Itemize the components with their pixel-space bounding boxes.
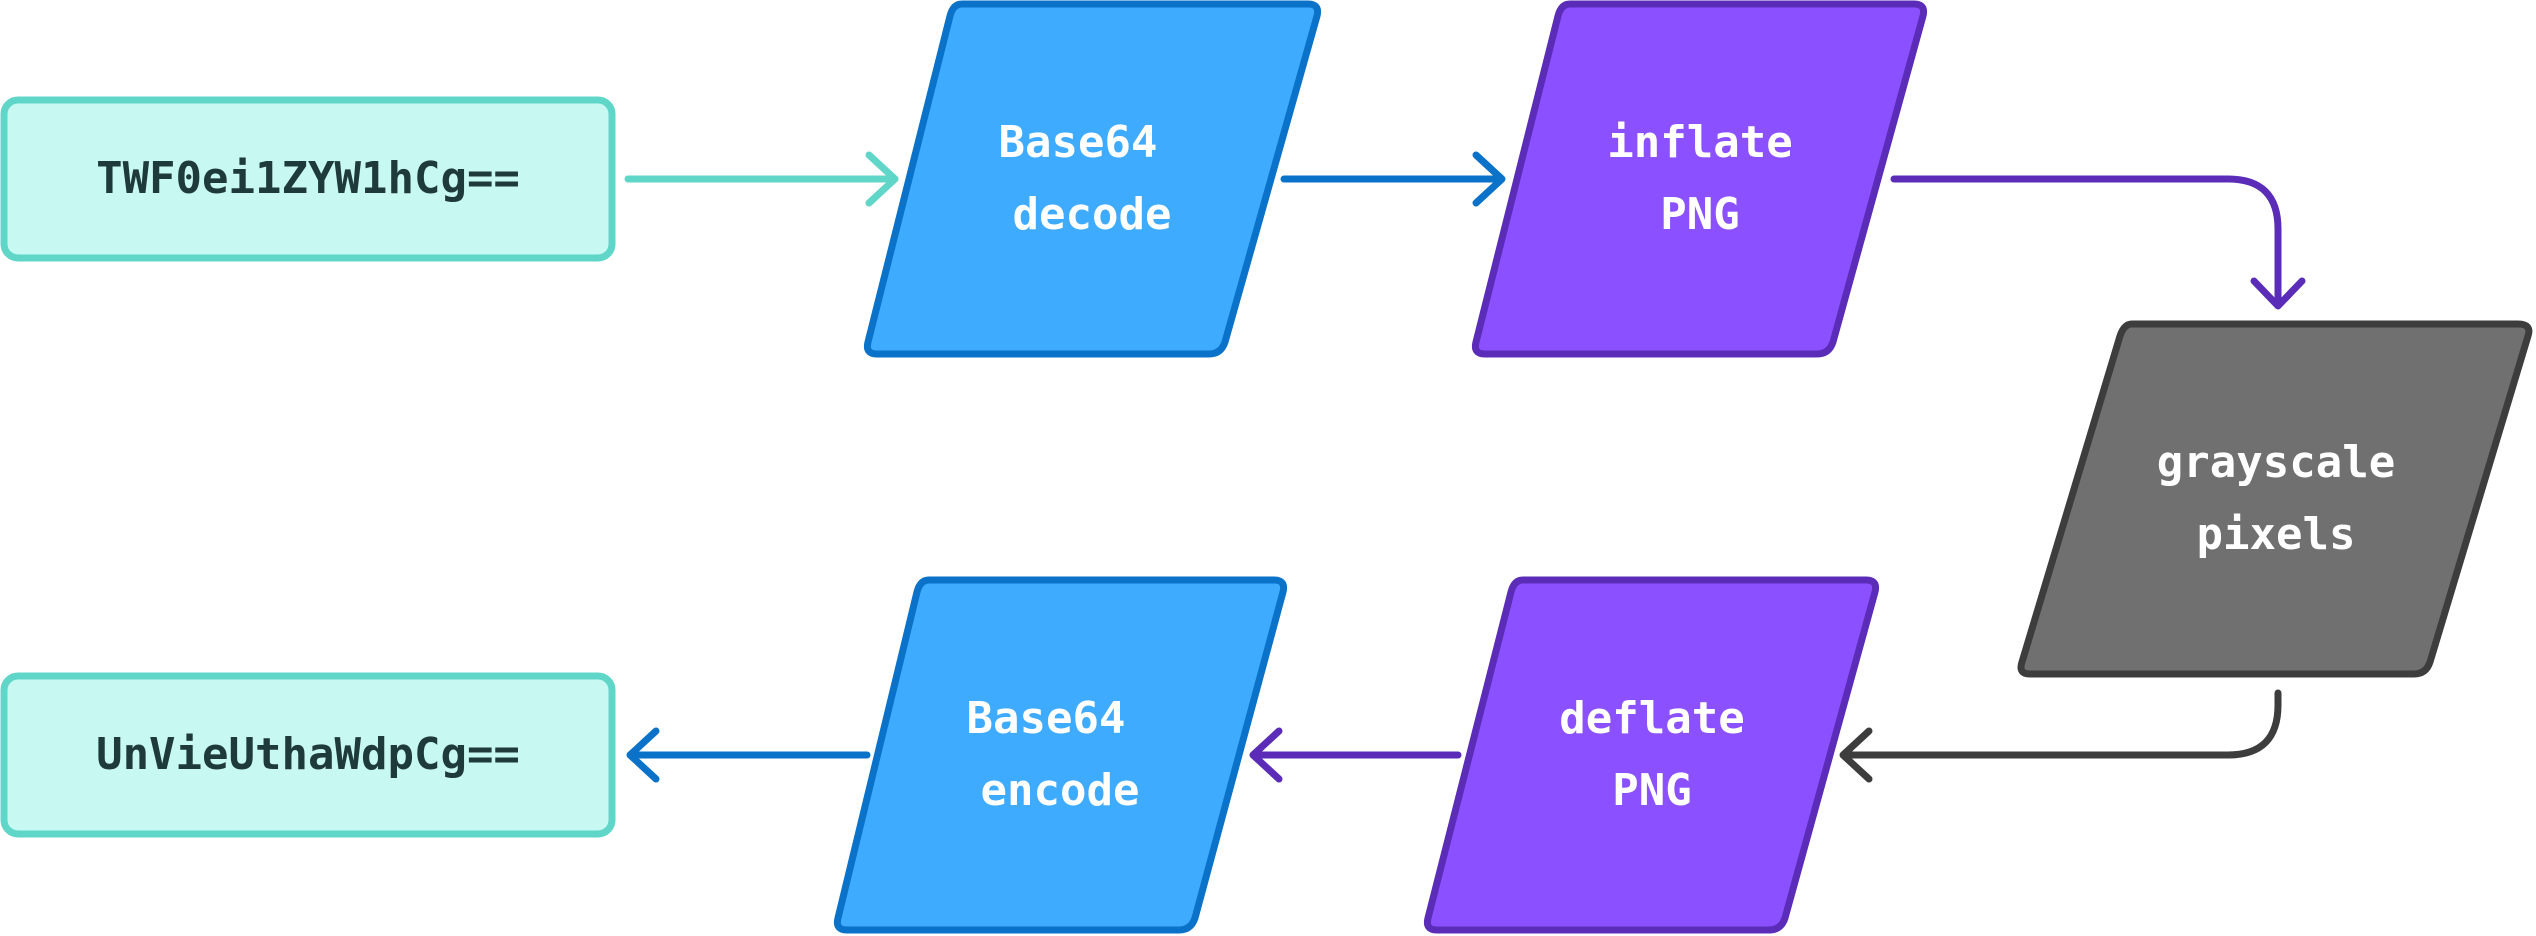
arrow-grayscale-to-deflate — [1839, 689, 2282, 783]
base64-encode-line2: encode — [981, 765, 1140, 816]
base64-encode-line1: Base64 — [967, 693, 1126, 744]
grayscale-pixels-line1: grayscale — [2157, 437, 2395, 488]
arrow-encode-to-output — [626, 727, 871, 783]
grayscale-pixels-node: grayscale pixels — [2017, 320, 2533, 678]
inflate-png-node: inflate PNG — [1471, 0, 1928, 358]
grayscale-pixels-line2: pixels — [2197, 509, 2356, 560]
arrow-deflate-to-encode — [1249, 727, 1462, 783]
deflate-png-node: deflate PNG — [1423, 576, 1880, 934]
deflate-png-line1: deflate — [1559, 693, 1744, 744]
inflate-png-line2: PNG — [1660, 189, 1739, 240]
arrow-input-to-decode — [624, 151, 899, 207]
base64-decode-line2: decode — [1013, 189, 1172, 240]
output-string-box: UnVieUthaWdpCg== — [0, 672, 616, 838]
input-string-box: TWF0ei1ZYW1hCg== — [0, 96, 616, 262]
arrow-decode-to-inflate — [1280, 151, 1506, 207]
input-string-label: TWF0ei1ZYW1hCg== — [96, 153, 520, 204]
base64-encode-node: Base64 encode — [833, 576, 1288, 934]
base64-decode-node: Base64 decode — [863, 0, 1322, 358]
inflate-png-line1: inflate — [1607, 117, 1792, 168]
output-string-label: UnVieUthaWdpCg== — [96, 729, 520, 780]
deflate-png-line2: PNG — [1612, 765, 1691, 816]
arrow-inflate-to-grayscale — [1890, 175, 2306, 310]
base64-decode-line1: Base64 — [999, 117, 1158, 168]
